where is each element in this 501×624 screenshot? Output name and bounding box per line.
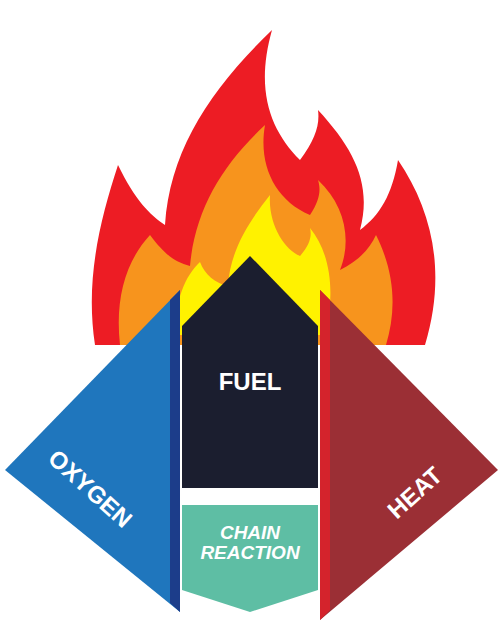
shape-fill	[182, 505, 318, 612]
shape-fill	[320, 290, 330, 620]
shape-outline	[318, 290, 500, 620]
heat-face: HEAT	[318, 290, 500, 620]
node-label: FUEL	[219, 369, 282, 394]
shape-fill	[182, 256, 318, 488]
node-label: CHAIN REACTION	[200, 523, 300, 563]
shape-fill	[320, 290, 498, 620]
shape-fill	[5, 290, 180, 612]
shape-fill	[170, 290, 180, 612]
fuel-block: FUEL	[182, 256, 318, 488]
shape-outline	[2, 290, 182, 612]
oxygen-face: OXYGEN	[2, 290, 182, 612]
chain-reaction-arrow: CHAIN REACTION	[182, 505, 318, 613]
